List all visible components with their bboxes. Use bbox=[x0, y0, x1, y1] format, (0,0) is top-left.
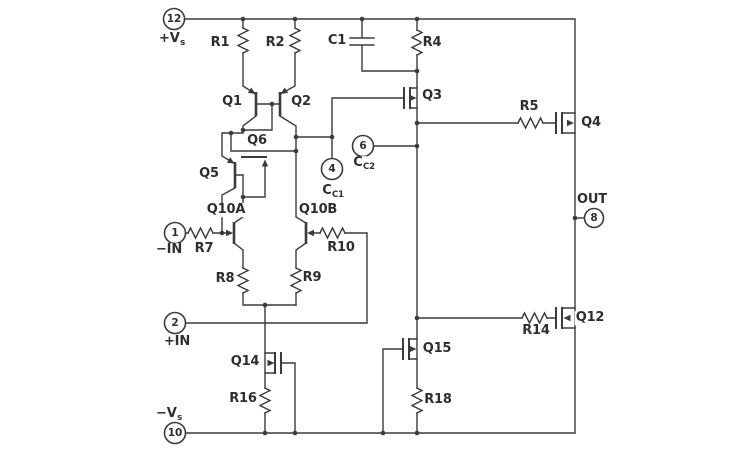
resistor-r2-symbol bbox=[288, 27, 302, 54]
label-q4: Q4 bbox=[580, 115, 602, 131]
q6-gate-arrow bbox=[261, 159, 269, 167]
bjt-base-bars bbox=[232, 92, 308, 244]
q14-body-arrow bbox=[267, 359, 275, 367]
resistor-r18-symbol bbox=[410, 387, 424, 414]
resistor-r1-symbol bbox=[236, 27, 250, 54]
pin-1-number: 1 bbox=[171, 226, 179, 239]
junction-dots bbox=[219, 16, 578, 436]
label-r18: R18 bbox=[423, 392, 453, 408]
pin-6-number: 6 bbox=[359, 139, 367, 152]
neg-input-label: −IN bbox=[154, 242, 184, 258]
label-r2: R2 bbox=[264, 35, 286, 51]
neg-supply-label: −Vs bbox=[155, 406, 183, 424]
label-r5: R5 bbox=[518, 99, 540, 115]
q2-emitter-arrow bbox=[280, 87, 289, 94]
pos-supply-label: +Vs bbox=[158, 31, 186, 49]
q10a-base-arrow bbox=[226, 229, 233, 237]
q15-body-arrow bbox=[409, 345, 417, 353]
comp-cap2-label: CC2 bbox=[352, 155, 376, 173]
label-r1: R1 bbox=[209, 35, 231, 51]
pin-10-circle bbox=[163, 421, 187, 445]
pin-10-number: 10 bbox=[167, 426, 183, 439]
resistor-r8-symbol bbox=[236, 267, 250, 294]
q12-body-arrow bbox=[563, 314, 571, 322]
resistor-r10-symbol bbox=[319, 226, 346, 240]
label-q14: Q14 bbox=[229, 354, 261, 370]
label-q12: Q12 bbox=[574, 310, 606, 326]
label-r10: R10 bbox=[326, 240, 356, 256]
label-q3: Q3 bbox=[421, 88, 443, 104]
pin-8-circle bbox=[583, 207, 605, 229]
arrowheads bbox=[226, 87, 574, 367]
q3-body-arrow bbox=[409, 94, 417, 102]
pin-8-number: 8 bbox=[590, 211, 598, 224]
pin-terminals bbox=[162, 7, 605, 445]
label-r9: R9 bbox=[301, 270, 323, 286]
pin-4-circle bbox=[320, 157, 344, 181]
power-rails bbox=[183, 18, 576, 434]
pin-4-number: 4 bbox=[328, 162, 336, 175]
resistor-r4-symbol bbox=[410, 29, 424, 56]
label-q10b: Q10B bbox=[297, 202, 339, 218]
label-r16: R16 bbox=[228, 391, 258, 407]
label-q2: Q2 bbox=[290, 94, 312, 110]
pin-12-circle bbox=[162, 7, 186, 31]
pin-12-number: 12 bbox=[166, 12, 182, 25]
resistor-r7-symbol bbox=[187, 226, 214, 240]
label-r7: R7 bbox=[193, 241, 215, 257]
q4-body-arrow bbox=[567, 119, 574, 127]
resistor-symbols bbox=[187, 27, 548, 414]
pin-2-number: 2 bbox=[171, 316, 179, 329]
q5-emitter-arrow bbox=[226, 157, 235, 164]
label-q6: Q6 bbox=[246, 133, 268, 149]
resistor-r9-symbol bbox=[289, 267, 303, 294]
label-q5: Q5 bbox=[198, 166, 220, 182]
label-r8: R8 bbox=[214, 271, 236, 287]
output-label: OUT bbox=[576, 192, 608, 208]
pos-input-label: +IN bbox=[162, 334, 192, 350]
pin-2-circle bbox=[163, 311, 187, 335]
resistor-r16-symbol bbox=[258, 387, 272, 414]
circuit-wires bbox=[184, 18, 586, 434]
label-r4: R4 bbox=[421, 35, 443, 51]
label-r14: R14 bbox=[521, 323, 551, 339]
q1-emitter-arrow bbox=[247, 87, 256, 94]
label-q10a: Q10A bbox=[205, 202, 247, 218]
comp-cap1-label: CC1 bbox=[321, 183, 345, 201]
q10b-base-arrow bbox=[307, 229, 314, 237]
label-q1: Q1 bbox=[221, 94, 243, 110]
resistor-r5-symbol bbox=[517, 116, 544, 130]
resistor-r14-symbol bbox=[521, 311, 548, 325]
label-q15: Q15 bbox=[421, 341, 453, 357]
mosfet-bars bbox=[241, 87, 563, 374]
label-c1: C1 bbox=[326, 33, 348, 49]
